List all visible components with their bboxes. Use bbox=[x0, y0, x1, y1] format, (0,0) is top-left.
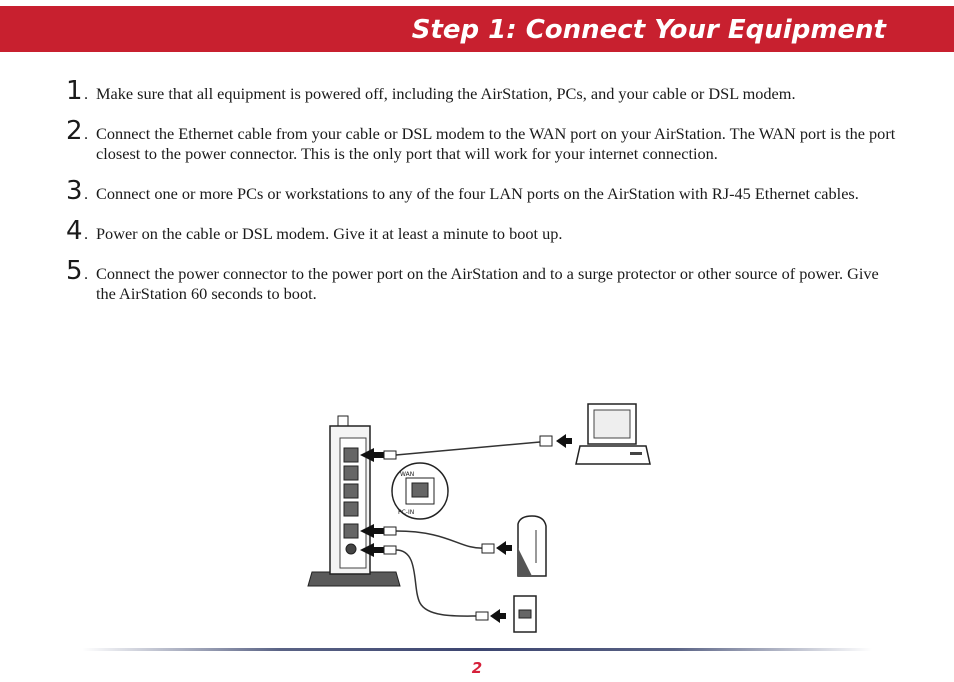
steps-list: 1. Make sure that all equipment is power… bbox=[66, 76, 896, 324]
step-text: Connect the power connector to the power… bbox=[96, 264, 879, 303]
step-number: 1 bbox=[66, 76, 83, 106]
wan-label: WAN bbox=[400, 471, 414, 478]
cables bbox=[395, 441, 541, 617]
step-text: Connect one or more PCs or workstations … bbox=[96, 184, 859, 203]
step-text: Power on the cable or DSL modem. Give it… bbox=[96, 224, 563, 243]
step-2: 2. Connect the Ethernet cable from your … bbox=[66, 116, 896, 163]
step-5: 5. Connect the power connector to the po… bbox=[66, 256, 879, 303]
step-number: 4 bbox=[66, 216, 83, 246]
arrows-router bbox=[360, 448, 384, 557]
step-3: 3. Connect one or more PCs or workstatio… bbox=[66, 176, 859, 206]
power-outlet-icon bbox=[475, 595, 537, 633]
modem-icon bbox=[481, 515, 547, 577]
page-title: Step 1: Connect Your Equipment bbox=[411, 15, 886, 45]
step-1: 1. Make sure that all equipment is power… bbox=[66, 76, 796, 106]
header-bar bbox=[0, 6, 954, 52]
router-connectors bbox=[383, 450, 397, 555]
footer-divider bbox=[82, 648, 872, 651]
computer-icon bbox=[539, 403, 651, 465]
connection-diagram: WAN PC-IN bbox=[307, 403, 651, 633]
step-number: 3 bbox=[66, 176, 83, 206]
pcin-label: PC-IN bbox=[398, 509, 414, 516]
step-text: Connect the Ethernet cable from your cab… bbox=[96, 124, 896, 163]
step-text: Make sure that all equipment is powered … bbox=[96, 84, 796, 103]
wan-port-zoom: WAN PC-IN bbox=[391, 462, 449, 520]
page-number: 2 bbox=[471, 659, 483, 677]
step-number: 5 bbox=[66, 256, 83, 286]
step-number: 2 bbox=[66, 116, 83, 146]
step-4: 4. Power on the cable or DSL modem. Give… bbox=[66, 216, 563, 246]
